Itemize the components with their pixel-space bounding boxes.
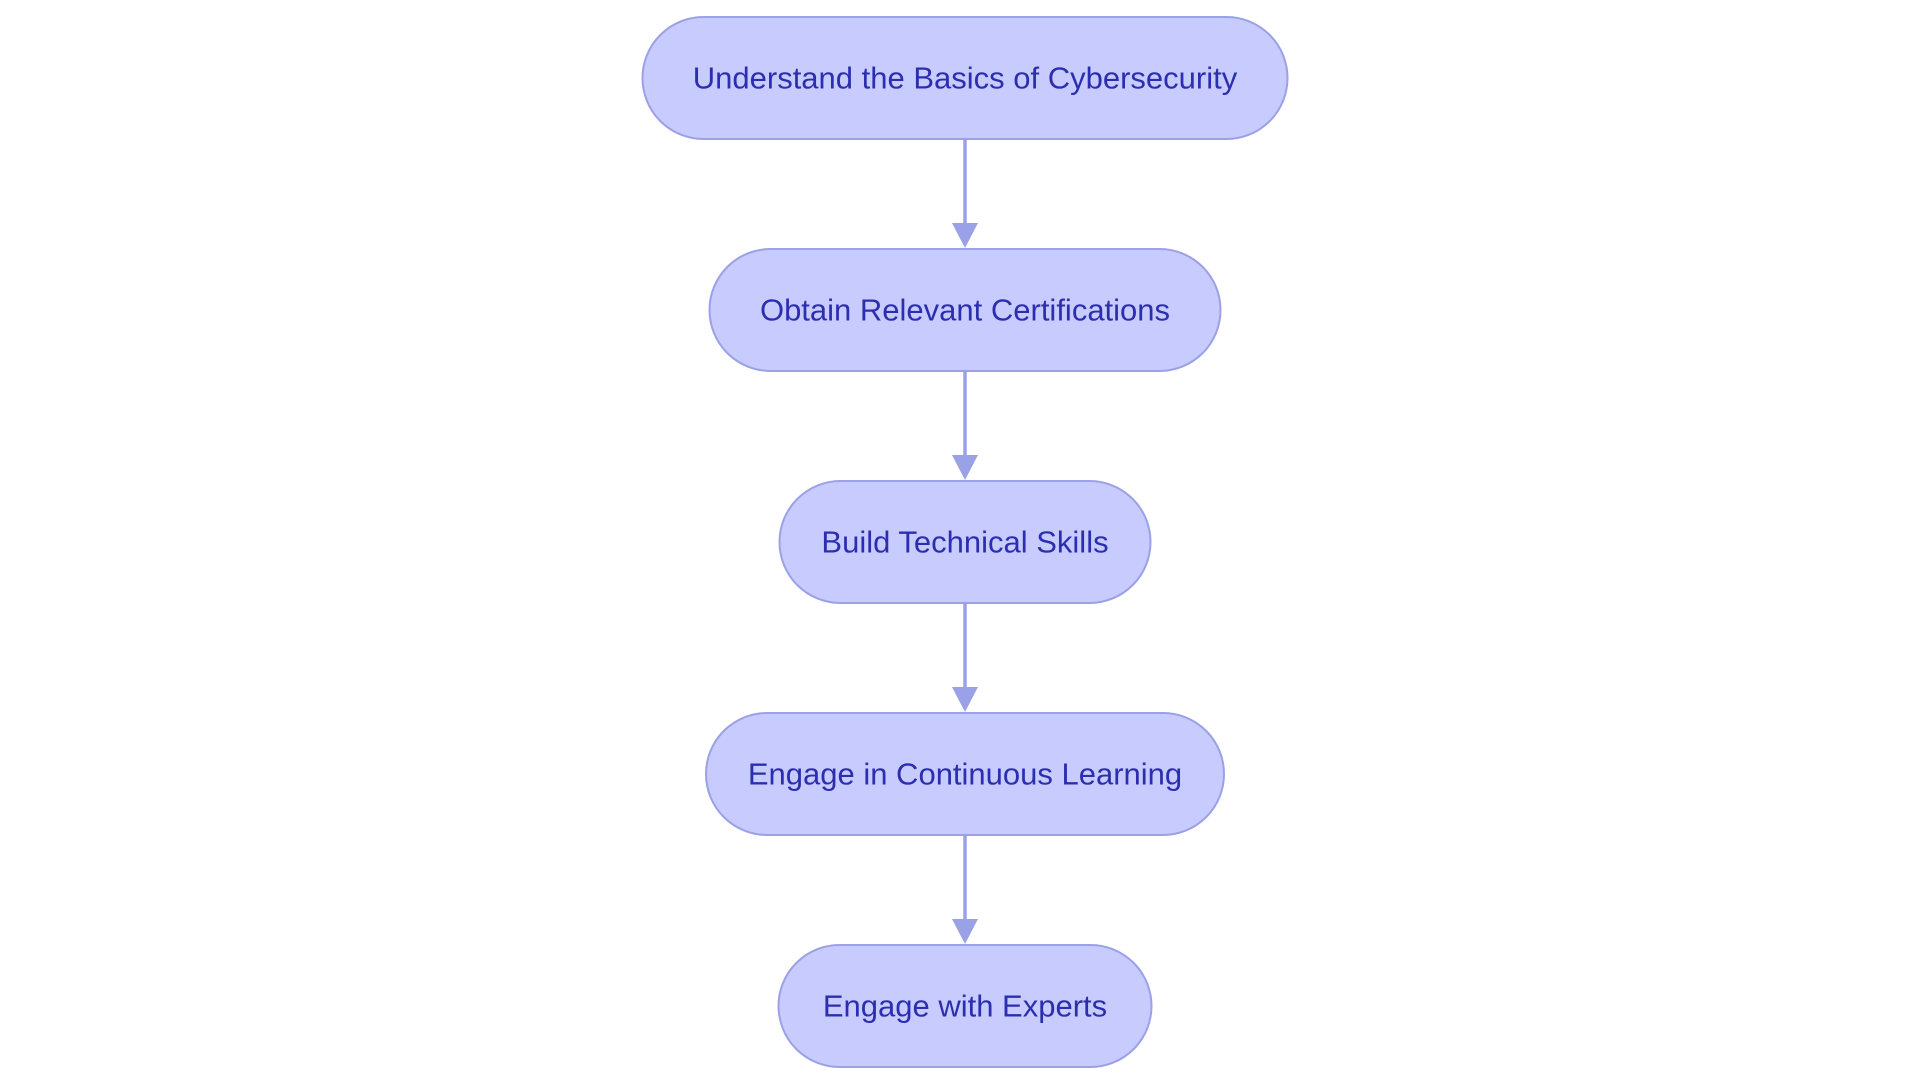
nodes-layer: Understand the Basics of CybersecurityOb… <box>641 16 1289 1068</box>
flow-node-skills: Build Technical Skills <box>778 480 1152 604</box>
flow-node-label: Engage with Experts <box>823 989 1107 1024</box>
flow-node-learning: Engage in Continuous Learning <box>705 712 1225 836</box>
flow-arrow-basics-to-certs <box>952 139 978 248</box>
flow-node-experts: Engage with Experts <box>777 944 1153 1068</box>
flow-node-label: Understand the Basics of Cybersecurity <box>693 61 1238 96</box>
flow-node-shape <box>778 480 1152 604</box>
flow-arrow-skills-to-learning <box>952 603 978 712</box>
flow-node-shape <box>705 712 1225 836</box>
flow-node-shape <box>708 248 1222 372</box>
flow-node-certs: Obtain Relevant Certifications <box>708 248 1222 372</box>
arrow-head-icon <box>952 687 978 712</box>
flow-node-label: Obtain Relevant Certifications <box>760 293 1170 328</box>
flow-node-shape <box>777 944 1153 1068</box>
flow-node-label: Build Technical Skills <box>821 525 1108 560</box>
edges-layer <box>952 139 978 944</box>
arrow-head-icon <box>952 919 978 944</box>
arrow-head-icon <box>952 223 978 248</box>
flow-arrow-certs-to-skills <box>952 371 978 480</box>
flow-node-shape <box>641 16 1289 140</box>
flow-node-basics: Understand the Basics of Cybersecurity <box>641 16 1289 140</box>
flow-node-label: Engage in Continuous Learning <box>748 757 1182 792</box>
arrow-head-icon <box>952 455 978 480</box>
flow-arrow-learning-to-experts <box>952 835 978 944</box>
